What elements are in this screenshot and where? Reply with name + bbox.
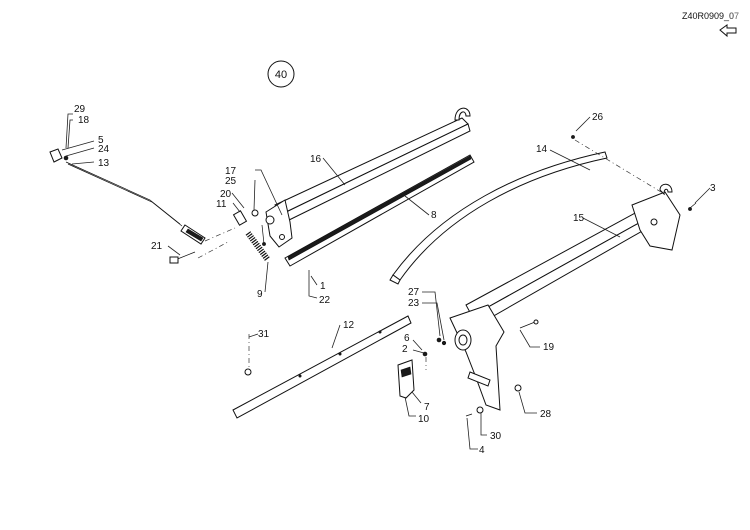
callout-8: 8	[431, 210, 437, 221]
reference-code: Z40R0909_0	[682, 11, 734, 21]
callout-30: 30	[490, 431, 502, 442]
page-mark: 07	[729, 11, 739, 21]
callout-12: 12	[343, 320, 355, 331]
spring-part	[245, 231, 271, 262]
callout-20: 20	[220, 189, 232, 200]
callout-25: 25	[225, 176, 237, 187]
fasteners-upper-part	[169, 209, 266, 264]
leader-lines	[61, 113, 711, 450]
assembly-line-26	[574, 139, 667, 196]
callout-9: 9	[257, 289, 263, 300]
callout-23: 23	[408, 298, 420, 309]
callout-26: 26	[592, 112, 604, 123]
callout-18: 18	[78, 115, 90, 126]
assembly-line-21	[197, 241, 229, 259]
callout-2: 2	[402, 344, 408, 355]
callouts: 29 18 5 24 13 16 17 25 20 11 8 21 9 1 22…	[74, 104, 716, 456]
callout-16: 16	[310, 154, 322, 165]
serrated-blade-part	[284, 154, 475, 267]
callout-10: 10	[418, 414, 430, 425]
callout-13: 13	[98, 158, 110, 169]
callout-31: 31	[258, 329, 270, 340]
clip-part	[397, 359, 415, 399]
group-number: 40	[275, 69, 287, 81]
callout-6: 6	[404, 333, 410, 344]
rod-assembly-part	[49, 148, 206, 245]
callout-24: 24	[98, 144, 110, 155]
callout-21: 21	[151, 241, 163, 252]
callout-4: 4	[479, 445, 485, 456]
callout-17: 17	[225, 166, 237, 177]
assembly-line-rod	[204, 227, 236, 242]
callout-22: 22	[319, 295, 331, 306]
callout-15: 15	[573, 213, 585, 224]
return-arrow-icon[interactable]	[719, 24, 737, 38]
rail-lower-part	[465, 183, 681, 327]
callout-11: 11	[216, 199, 227, 210]
flexible-bar-part	[389, 151, 608, 285]
callout-29: 29	[74, 104, 86, 115]
callout-7: 7	[424, 402, 430, 413]
screws-part	[571, 135, 697, 211]
rail-upper-part	[265, 107, 471, 248]
callout-19: 19	[543, 342, 555, 353]
callout-28: 28	[540, 409, 552, 420]
callout-27: 27	[408, 287, 420, 298]
callout-3: 3	[710, 183, 716, 194]
group-number-badge: 40	[267, 60, 295, 88]
callout-5: 5	[98, 135, 104, 146]
flat-bar-part	[232, 315, 412, 419]
callout-1: 1	[320, 281, 326, 292]
callout-14: 14	[536, 144, 548, 155]
mounting-bracket-part	[422, 304, 539, 417]
bolt-31-part	[244, 368, 252, 376]
